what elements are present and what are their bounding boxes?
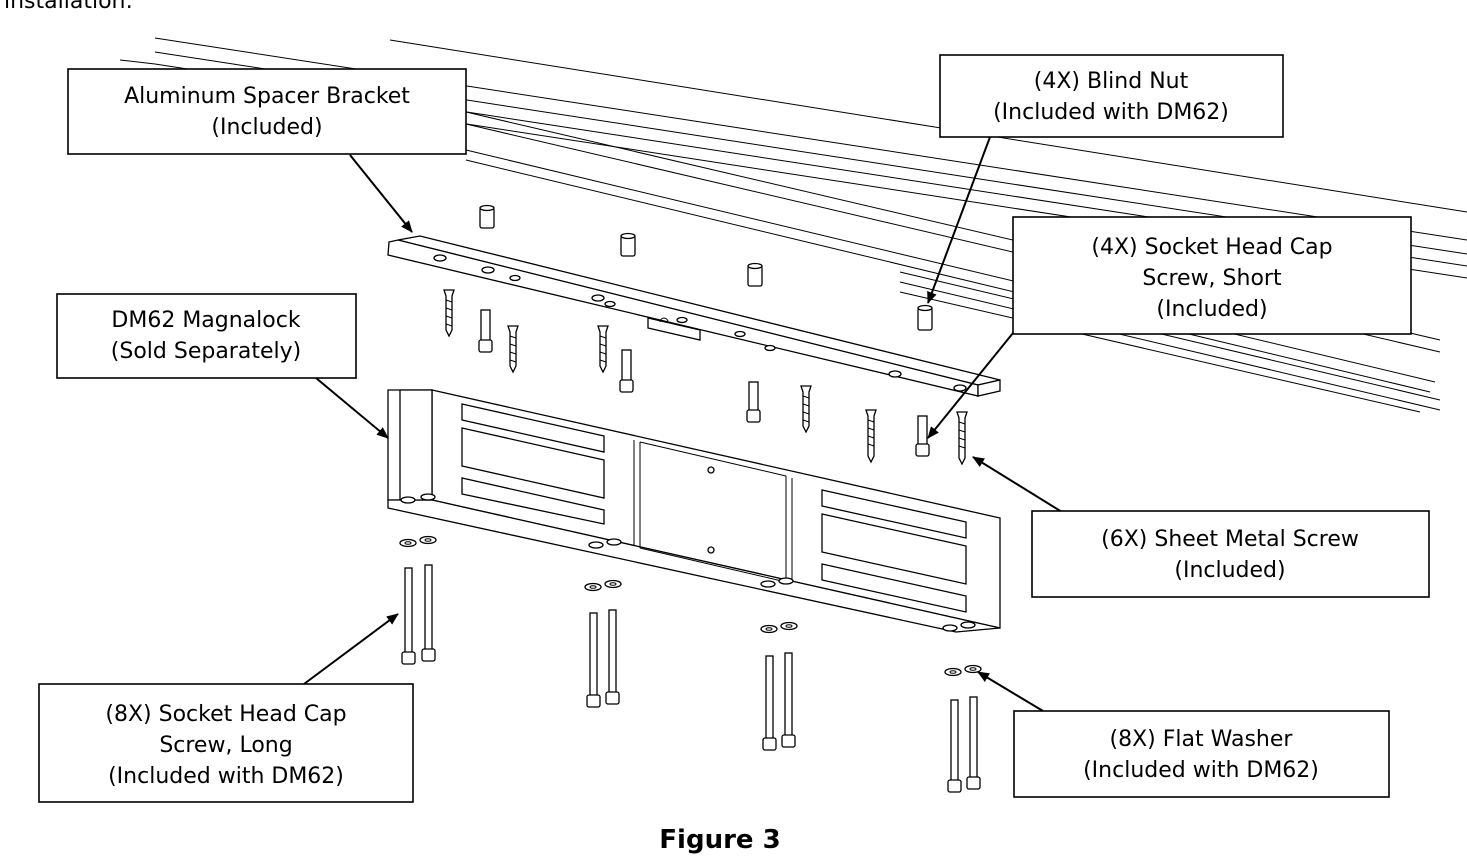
long-screw — [605, 609, 620, 705]
short-screw — [478, 309, 493, 353]
arrow-to-sheet-metal-screw — [972, 456, 1063, 513]
callout-line: (Included with DM62) — [108, 764, 344, 789]
leader-arrows — [303, 136, 1063, 712]
callout-flat-washer: (8X) Flat Washer (Included with DM62) — [1013, 710, 1390, 798]
callout-line: (Included with DM62) — [993, 100, 1229, 125]
arrow-to-spacer-bracket — [349, 154, 413, 233]
short-screw — [619, 349, 634, 393]
flat-washers — [399, 535, 982, 677]
callout-line: (Included) — [1156, 297, 1267, 322]
callout-line: Screw, Long — [159, 733, 292, 758]
blind-nut — [747, 262, 763, 287]
intro-text: installation: — [4, 0, 133, 14]
callout-line: (4X) Blind Nut — [1034, 69, 1189, 94]
long-screw — [947, 699, 962, 793]
figure-caption: Figure 3 — [659, 825, 780, 855]
long-screw — [781, 652, 796, 748]
arrow-to-long-screw — [303, 613, 399, 685]
long-socket-screws — [401, 564, 981, 793]
callout-line: (6X) Sheet Metal Screw — [1101, 527, 1359, 552]
callout-line: DM62 Magnalock — [111, 308, 300, 333]
callout-line: (8X) Socket Head Cap — [105, 702, 346, 727]
dm62-magnalock — [387, 389, 1001, 633]
callout-line: (Included) — [211, 115, 322, 140]
arrow-to-blind-nut — [927, 136, 991, 304]
callout-line: (Included with DM62) — [1083, 758, 1319, 783]
long-screw — [966, 696, 981, 790]
callout-short-screw: (4X) Socket Head Cap Screw, Short (Inclu… — [1012, 216, 1412, 335]
callout-line: (Included) — [1174, 558, 1285, 583]
blind-nut — [479, 204, 495, 229]
blind-nut — [917, 304, 933, 331]
aluminum-spacer-bracket — [387, 235, 1001, 397]
callout-line: (8X) Flat Washer — [1110, 727, 1294, 752]
short-screw — [915, 415, 930, 457]
long-screw — [762, 655, 777, 751]
long-screw — [401, 567, 416, 665]
callout-line: (4X) Socket Head Cap — [1091, 235, 1332, 260]
long-screw — [586, 612, 601, 708]
sheet-metal-screw — [800, 385, 812, 434]
blind-nut — [620, 232, 636, 257]
sheet-metal-screw — [597, 325, 609, 374]
callout-magnalock: DM62 Magnalock (Sold Separately) — [56, 293, 357, 379]
callout-line: Aluminum Spacer Bracket — [124, 84, 410, 109]
callout-line: Screw, Short — [1142, 266, 1282, 291]
sheet-metal-screw — [865, 409, 877, 464]
callout-long-screw: (8X) Socket Head Cap Screw, Long (Includ… — [38, 683, 414, 803]
short-screw — [746, 381, 761, 423]
sheet-metal-screws — [443, 289, 968, 466]
long-screw — [421, 564, 436, 662]
sheet-metal-screw — [443, 289, 455, 338]
callout-line: (Sold Separately) — [111, 339, 301, 364]
arrow-to-flat-washer — [977, 671, 1044, 712]
arrow-to-short-screw — [927, 332, 1014, 439]
callout-spacer-bracket: Aluminum Spacer Bracket (Included) — [67, 68, 467, 155]
callout-blind-nut: (4X) Blind Nut (Included with DM62) — [939, 54, 1284, 138]
short-socket-screws — [478, 309, 930, 457]
sheet-metal-screw — [956, 411, 968, 466]
blind-nuts — [479, 204, 933, 331]
sheet-metal-screw — [507, 325, 519, 374]
arrow-to-magnalock — [315, 377, 389, 439]
callout-sheet-metal-screw: (6X) Sheet Metal Screw (Included) — [1031, 510, 1430, 598]
